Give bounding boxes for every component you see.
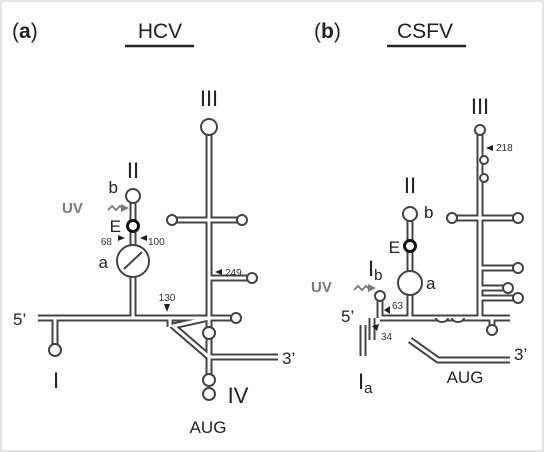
csfv-arrow-34 — [372, 324, 379, 331]
csfv-loop-III-bulge-1 — [479, 155, 489, 165]
csfv-arrow-218 — [486, 145, 493, 151]
hcv-position-100: 100 — [148, 237, 165, 248]
hcv-arrow-130 — [164, 304, 170, 312]
hcv-position-249: 249 — [225, 268, 242, 279]
domain-II-label-b: II — [404, 173, 416, 198]
uv-arrow-a — [121, 204, 129, 212]
csfv-loop-IIIb — [512, 262, 524, 274]
domain-I-label-a: I — [53, 368, 59, 393]
subregion-a-label-a: a — [99, 253, 109, 272]
hcv-position-68: 68 — [101, 237, 113, 248]
uv-label-a: UV — [62, 200, 83, 217]
csfv-position-34: 34 — [381, 332, 393, 343]
domain-III-label-a: III — [200, 86, 218, 111]
hcv-loop-IIIa-right — [236, 214, 248, 226]
subregion-E-label-b: E — [389, 238, 400, 257]
csfv-loop-III-bulge-2 — [479, 173, 489, 183]
domain-III-label-b: III — [471, 94, 489, 119]
hcv-arrow-68 — [118, 235, 125, 241]
csfv-position-218: 218 — [496, 143, 513, 154]
start-codon-label-a: AUG — [190, 418, 227, 437]
subregion-E-label-a: E — [110, 217, 121, 236]
hcv-loop-IV-upper — [202, 373, 216, 387]
hcv-loop-IIb — [125, 188, 141, 204]
start-codon-label-b: AUG — [447, 368, 484, 387]
five-prime-label-b: 5’ — [341, 307, 354, 326]
csfv-loop-Ib — [374, 290, 386, 302]
hcv-position-130: 130 — [159, 293, 176, 304]
uv-squiggle-b — [353, 284, 371, 292]
domain-IV-label-a: IV — [228, 383, 249, 408]
csfv-loop-IIIc — [502, 282, 514, 294]
hcv-stem-inner — [38, 133, 278, 375]
hcv-loop-IIIf — [230, 312, 242, 324]
csfv-markers — [353, 145, 493, 331]
domain-II-label-a: II — [127, 158, 139, 183]
uv-label-b: UV — [311, 279, 332, 296]
csfv-loop-III-apical — [474, 124, 486, 136]
panel-b-label: (b) — [314, 20, 341, 43]
csfv-loop-IIIa-left — [446, 212, 458, 224]
hcv-arrow-249 — [215, 269, 222, 275]
panel-a: (a) HCV — [12, 20, 295, 437]
panel-a-title: HCV — [138, 20, 182, 43]
csfv-loop-IIa — [397, 270, 423, 296]
hcv-markers — [107, 204, 222, 312]
csfv-arrow-63 — [384, 306, 390, 314]
hcv-arrow-100 — [140, 235, 147, 241]
hcv-loop-IIIbase — [202, 326, 216, 340]
csfv-bulge-1 — [435, 317, 449, 323]
hcv-loop-IIIe — [246, 272, 258, 284]
hcv-loops — [48, 118, 258, 401]
hcv-loop-IV-lower — [202, 387, 216, 401]
subregion-b-label-b: b — [424, 203, 433, 222]
csfv-loops — [374, 124, 524, 336]
panel-a-label: (a) — [12, 20, 38, 43]
panel-b: (b) CSFV — [311, 20, 527, 397]
hcv-loop-IIIa-left — [166, 214, 178, 226]
five-prime-label-a: 5’ — [13, 310, 26, 329]
three-prime-label-b: 3’ — [514, 345, 527, 364]
panel-b-title: CSFV — [397, 20, 453, 43]
csfv-loop-IIId — [512, 292, 524, 304]
subregion-a-label-b: a — [426, 274, 436, 293]
uv-arrow-b — [368, 284, 376, 292]
csfv-loop-IIIa-right — [512, 212, 524, 224]
hcv-loop-IIa-hinge — [123, 251, 143, 270]
hcv-loop-I — [48, 343, 62, 357]
three-prime-label-a: 3’ — [282, 349, 295, 368]
csfv-bulge-2 — [451, 317, 465, 323]
subregion-b-label-a: b — [109, 178, 118, 197]
domain-Ia-label-b: Ia — [358, 369, 373, 397]
domain-Ib-label-b: Ib — [368, 256, 382, 284]
hcv-loop-III-apical — [200, 118, 218, 136]
hcv-loop-E — [126, 219, 140, 233]
hcv-stems — [38, 133, 278, 375]
csfv-loop-IIIbase — [486, 324, 498, 336]
csfv-loop-IIb — [402, 206, 418, 222]
csfv-loop-E — [403, 239, 417, 253]
csfv-position-63: 63 — [392, 301, 404, 312]
